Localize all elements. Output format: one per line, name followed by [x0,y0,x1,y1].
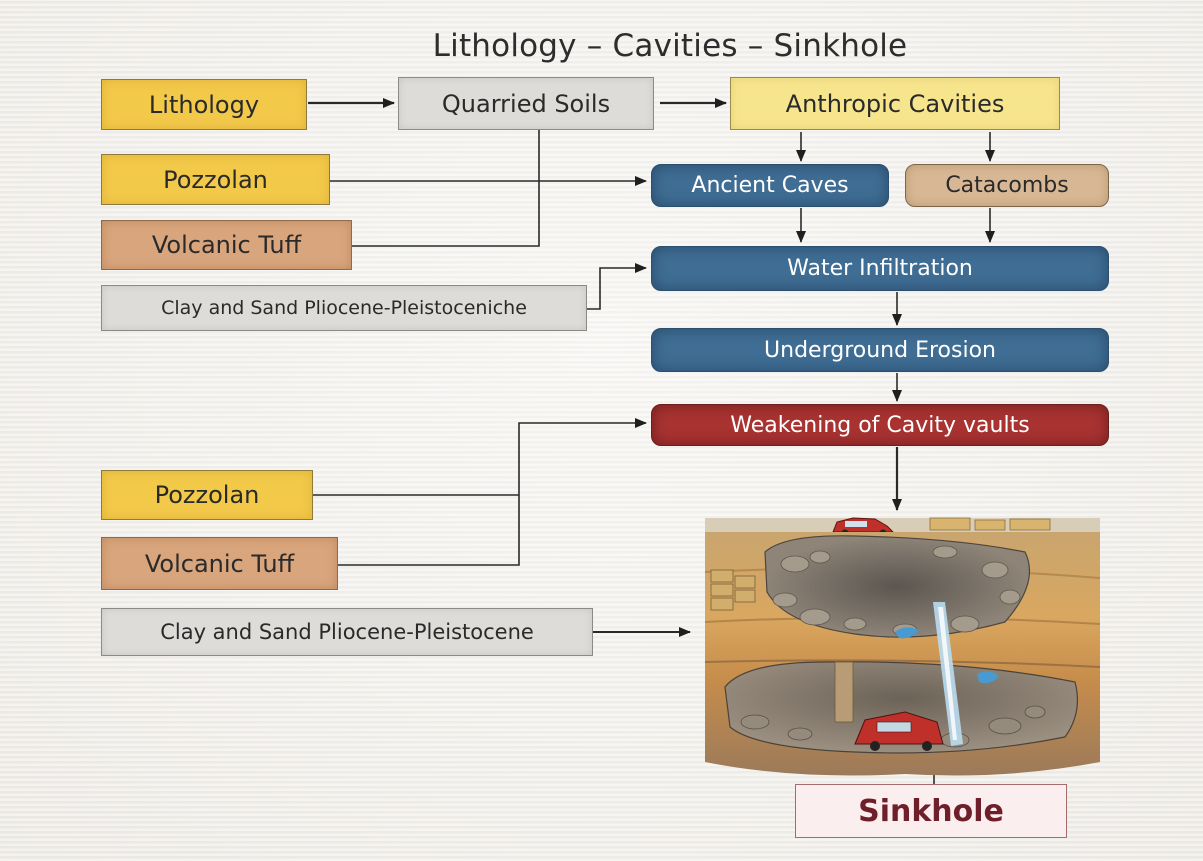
sinkhole-illustration [705,512,1100,782]
water-infiltration-label: Water Infiltration [787,256,973,281]
ancient-caves-box: Ancient Caves [651,164,889,207]
arrow-tuff-weakening [338,423,646,565]
volcanic-tuff-top-label: Volcanic Tuff [152,231,301,259]
anthropic-cavities-label: Anthropic Cavities [786,90,1005,118]
clay-sand-bottom-label: Clay and Sand Pliocene-Pleistocene [160,620,534,644]
volcanic-tuff-bottom-label: Volcanic Tuff [145,550,294,578]
pozzolan-bottom-label: Pozzolan [155,481,260,509]
pozzolan-bottom-box: Pozzolan [101,470,313,520]
clay-sand-top-label: Clay and Sand Pliocene-Pleistoceniche [161,297,527,319]
weakening-vaults-label: Weakening of Cavity vaults [730,413,1029,438]
volcanic-tuff-bottom-box: Volcanic Tuff [101,537,338,590]
building-icon [930,518,970,530]
underground-erosion-box: Underground Erosion [651,328,1109,372]
volcanic-tuff-top-box: Volcanic Tuff [101,220,352,270]
quarried-soils-label: Quarried Soils [442,90,610,118]
arrow-clay-water [587,268,646,309]
pozzolan-top-label: Pozzolan [163,166,268,194]
anthropic-cavities-box: Anthropic Cavities [730,77,1060,130]
catacombs-label: Catacombs [945,173,1068,198]
lithology-box: Lithology [101,79,307,130]
weakening-vaults-box: Weakening of Cavity vaults [651,404,1109,446]
lithology-label: Lithology [149,91,259,119]
quarried-soils-box: Quarried Soils [398,77,654,130]
underground-erosion-label: Underground Erosion [764,338,996,363]
pozzolan-top-box: Pozzolan [101,154,330,205]
sinkhole-label: Sinkhole [858,794,1004,829]
ancient-caves-label: Ancient Caves [691,173,848,198]
clay-sand-bottom-box: Clay and Sand Pliocene-Pleistocene [101,608,593,656]
clay-sand-top-box: Clay and Sand Pliocene-Pleistoceniche [101,285,587,331]
water-infiltration-box: Water Infiltration [651,246,1109,291]
sinkhole-box: Sinkhole [795,784,1067,838]
catacombs-box: Catacombs [905,164,1109,207]
line-quarried-tuff [352,130,539,246]
